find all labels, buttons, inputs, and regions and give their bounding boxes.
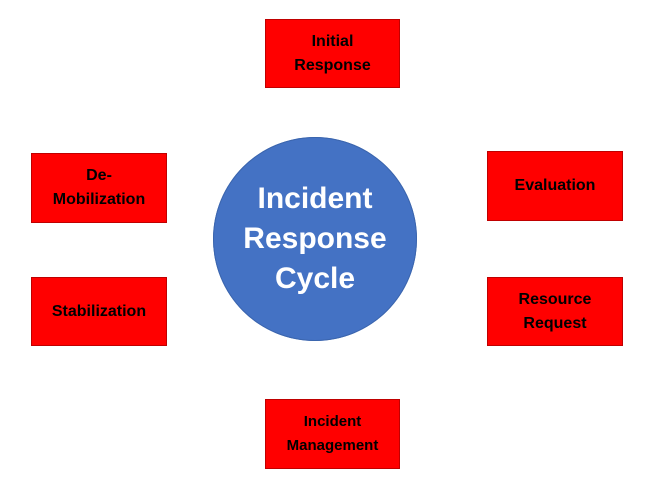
center-title-line-2: Response: [243, 222, 387, 255]
center-title: Incident Response Cycle: [225, 179, 405, 299]
center-title-line-3: Cycle: [274, 262, 356, 295]
stage-de-mobilization: De- Mobilization: [31, 153, 167, 223]
stage-evaluation: Evaluation: [487, 151, 623, 221]
stage-incident-management-line-2: Management: [286, 437, 379, 454]
stage-de-mobilization-line-1: De-: [86, 167, 112, 184]
stage-resource-request: Resource Request: [487, 277, 623, 346]
stage-evaluation-label: Evaluation: [514, 177, 596, 194]
stage-initial-response-line-2: Response: [294, 56, 371, 74]
stage-initial-response-line-1: Initial: [311, 32, 354, 50]
stage-incident-management-line-1: Incident: [303, 413, 362, 430]
stage-resource-request-line-1: Resource: [518, 290, 592, 308]
center-title-line-1: Incident: [257, 182, 373, 215]
stage-incident-management: Incident Management: [265, 399, 400, 469]
stage-initial-response: Initial Response: [265, 19, 400, 88]
stage-stabilization-label: Stabilization: [51, 302, 147, 320]
stage-stabilization: Stabilization: [31, 277, 167, 346]
center-circle: Incident Response Cycle: [213, 137, 417, 341]
stage-de-mobilization-line-2: Mobilization: [52, 191, 146, 208]
stage-resource-request-line-2: Request: [523, 314, 587, 332]
